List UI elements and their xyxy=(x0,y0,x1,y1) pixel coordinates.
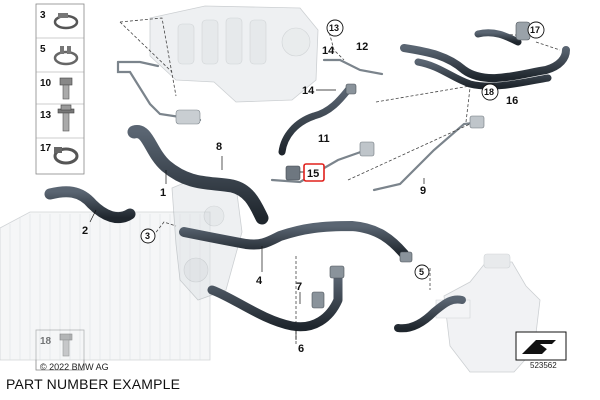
callout-2[interactable]: 2 xyxy=(82,225,88,237)
legend-number: 13 xyxy=(40,110,52,121)
callout-4[interactable]: 4 xyxy=(256,275,263,287)
hose-clamp-icon xyxy=(53,13,79,30)
fittings xyxy=(175,21,531,309)
copyright-text: © 2022 BMW AG xyxy=(40,362,109,372)
hose-6 xyxy=(207,271,343,332)
legend-number: 10 xyxy=(40,78,52,89)
callout-13: 13 xyxy=(329,23,339,33)
radiator xyxy=(0,211,211,361)
torx-bolt-icon xyxy=(59,333,73,357)
legend-number: 17 xyxy=(40,143,52,154)
hose-16 xyxy=(400,44,570,83)
legend-number: 5 xyxy=(40,44,46,55)
legend-item-5[interactable]: 5 xyxy=(40,44,79,66)
callout-5: 5 xyxy=(419,267,424,277)
engine-block xyxy=(149,5,319,103)
callout-9[interactable]: 9 xyxy=(420,185,426,197)
circled-callouts: 3 5 13 17 18 xyxy=(140,19,545,280)
hex-bolt-icon xyxy=(59,77,73,100)
legend-item-17[interactable]: 17 xyxy=(40,143,79,165)
callout-14a[interactable]: 14 xyxy=(322,45,335,57)
hose-2 xyxy=(44,186,136,224)
diagram-id: 523562 xyxy=(530,361,557,370)
legend-number: 18 xyxy=(40,336,52,347)
legend-item-18[interactable]: 18 xyxy=(35,329,85,371)
legend-number: 3 xyxy=(40,10,46,21)
callout-3: 3 xyxy=(145,231,150,241)
callout-6[interactable]: 6 xyxy=(298,343,304,355)
dashed-leader-lines xyxy=(119,17,561,346)
caption: PART NUMBER EXAMPLE xyxy=(6,376,181,392)
callout-12[interactable]: 12 xyxy=(356,41,368,53)
callout-3-circle[interactable]: 3 xyxy=(140,228,156,244)
callout-labels: 1 2 4 6 7 8 9 11 12 14 14 16 xyxy=(82,41,518,355)
legend-item-10[interactable]: 10 xyxy=(40,77,73,100)
spring-clamp-icon xyxy=(53,46,79,66)
callout-7[interactable]: 7 xyxy=(296,281,302,293)
coolant-hoses xyxy=(44,29,570,333)
legend-item-13[interactable]: 13 xyxy=(40,104,75,132)
callout-8[interactable]: 8 xyxy=(216,141,222,153)
callout-15: 15 xyxy=(307,168,319,180)
callout-18: 18 xyxy=(484,87,494,97)
hose-1 xyxy=(127,125,269,225)
legend-item-3[interactable]: 3 xyxy=(40,10,79,30)
callout-16[interactable]: 16 xyxy=(506,95,518,107)
hose-11 xyxy=(278,86,352,156)
callout-15-highlight[interactable]: 15 xyxy=(300,163,325,182)
hose-5 xyxy=(394,295,466,333)
band-clamp-icon xyxy=(53,147,79,165)
callout-14b[interactable]: 14 xyxy=(302,85,315,97)
legend-panel: 3 5 10 13 xyxy=(35,3,85,175)
callout-5-circle[interactable]: 5 xyxy=(414,264,430,280)
hose-4 xyxy=(179,221,409,259)
orientation-badge xyxy=(515,331,567,361)
callout-1[interactable]: 1 xyxy=(160,187,166,199)
callout-18-circle[interactable]: 18 xyxy=(481,83,499,101)
flange-bolt-icon xyxy=(57,104,75,132)
callout-13-circle[interactable]: 13 xyxy=(326,19,344,37)
callout-17: 17 xyxy=(530,25,540,35)
callout-11[interactable]: 11 xyxy=(318,133,330,145)
callout-17-circle[interactable]: 17 xyxy=(527,21,545,39)
